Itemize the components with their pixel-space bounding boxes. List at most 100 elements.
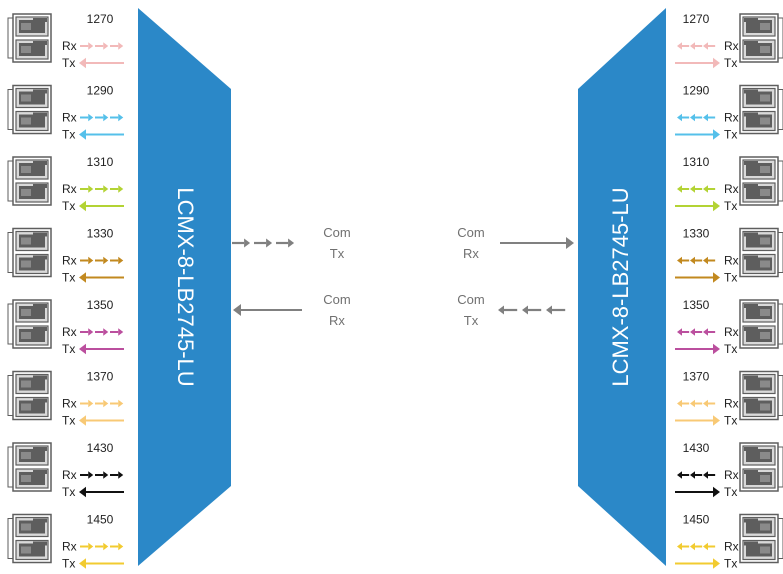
left-wavelength-label: 1310 (87, 155, 114, 169)
arrowhead (79, 343, 86, 355)
connector-port-rx (15, 445, 49, 466)
right-rx-arrow-1 (677, 471, 690, 479)
port-latch (33, 112, 47, 117)
right-tx-label: Tx (724, 56, 737, 70)
arrowhead (546, 305, 552, 315)
arrowhead (118, 399, 124, 408)
lc-duplex-connector-icon (739, 513, 783, 564)
left-wavelength-label: 1290 (87, 84, 114, 98)
port-ferrule (760, 403, 770, 411)
left-channel-list: 1270RxTx1290RxTx1310RxTx1330RxTx1350RxTx… (7, 12, 124, 571)
left-tx-label: Tx (62, 557, 75, 571)
arrowhead (88, 399, 94, 408)
right-com-rx-solid-arrow (500, 237, 574, 249)
port-ferrule (760, 475, 770, 482)
port-ferrule (760, 523, 770, 531)
port-ferrule (760, 189, 770, 196)
connector-port-rx (742, 87, 776, 109)
right-rx-arrow-3 (703, 542, 716, 551)
port-latch (744, 447, 758, 451)
arrowhead (266, 238, 273, 248)
port-latch (744, 398, 758, 403)
right-tx-arrow (675, 129, 720, 140)
left-tx-label: Tx (62, 271, 75, 285)
arrowhead (703, 471, 708, 479)
arrowhead (690, 471, 695, 479)
port-latch (33, 375, 47, 380)
right-tx-label: Tx (724, 557, 737, 571)
connector-port-tx (742, 39, 776, 60)
arrowhead (118, 471, 124, 479)
arrowhead (690, 256, 695, 265)
arrowhead (79, 200, 86, 212)
arrowhead (244, 238, 251, 248)
arrowhead (677, 471, 682, 479)
left-com-tx-label-com: Com (323, 225, 350, 240)
right-rx-label: Rx (724, 540, 739, 554)
left-tx-label: Tx (62, 342, 75, 356)
right-rx-arrow-1 (677, 328, 690, 336)
right-wavelength-label: 1430 (683, 441, 710, 455)
arrowhead (677, 328, 682, 336)
arrowhead (677, 542, 682, 551)
connector-port-tx (15, 253, 49, 275)
port-latch (33, 398, 47, 403)
right-rx-arrow-2 (690, 113, 703, 122)
arrowhead (703, 42, 708, 50)
connector-port-rx (742, 373, 776, 395)
left-rx-label: Rx (62, 39, 77, 53)
right-mux-device: LCMX-8-LB2745-LU (578, 8, 666, 566)
connector-port-rx (15, 16, 49, 37)
arrowhead (690, 542, 695, 551)
arrowhead (79, 272, 86, 283)
left-tx-arrow (79, 272, 124, 283)
arrowhead (88, 471, 94, 479)
right-wavelength-label: 1370 (683, 370, 710, 384)
arrowhead (690, 113, 695, 122)
left-tx-arrow (79, 558, 124, 569)
right-rx-arrow-1 (677, 256, 690, 265)
lc-duplex-connector-icon (739, 13, 783, 63)
port-ferrule (760, 546, 770, 554)
port-ferrule (760, 332, 770, 339)
left-mux-device: LCMX-8-LB2745-LU (138, 8, 231, 566)
left-tx-label: Tx (62, 56, 75, 70)
left-rx-arrow-1 (80, 185, 94, 193)
port-ferrule (760, 309, 770, 316)
arrowhead (677, 256, 682, 265)
left-tx-label: Tx (62, 414, 75, 428)
left-tx-arrow (79, 129, 124, 140)
right-rx-arrow-3 (703, 471, 716, 479)
port-ferrule (760, 166, 770, 173)
right-rx-arrow-2 (690, 542, 703, 551)
arrowhead (713, 129, 720, 140)
port-ferrule (21, 166, 31, 173)
port-ferrule (21, 189, 31, 196)
arrowhead (713, 272, 720, 283)
lc-duplex-connector-icon (7, 227, 52, 278)
left-com-tx-dashed-arrows (232, 238, 295, 248)
right-com-tx: Com Tx (457, 292, 566, 328)
port-latch (744, 304, 758, 308)
arrowhead (713, 200, 720, 212)
arrowhead (713, 57, 720, 69)
arrowhead (103, 42, 109, 50)
port-ferrule (760, 260, 770, 268)
right-rx-label: Rx (724, 111, 739, 125)
port-latch (33, 18, 47, 22)
connector-port-rx (742, 302, 776, 323)
port-latch (744, 161, 758, 165)
connector-port-tx (15, 39, 49, 60)
connector-port-tx (742, 182, 776, 203)
right-channel-list: 1270RxTx1290RxTx1310RxTx1330RxTx1350RxTx… (675, 12, 783, 571)
left-tx-label: Tx (62, 128, 75, 142)
left-com-tx-label-tx: Tx (330, 246, 345, 261)
left-com-tx: Com Tx (232, 225, 351, 261)
port-ferrule (21, 237, 31, 245)
